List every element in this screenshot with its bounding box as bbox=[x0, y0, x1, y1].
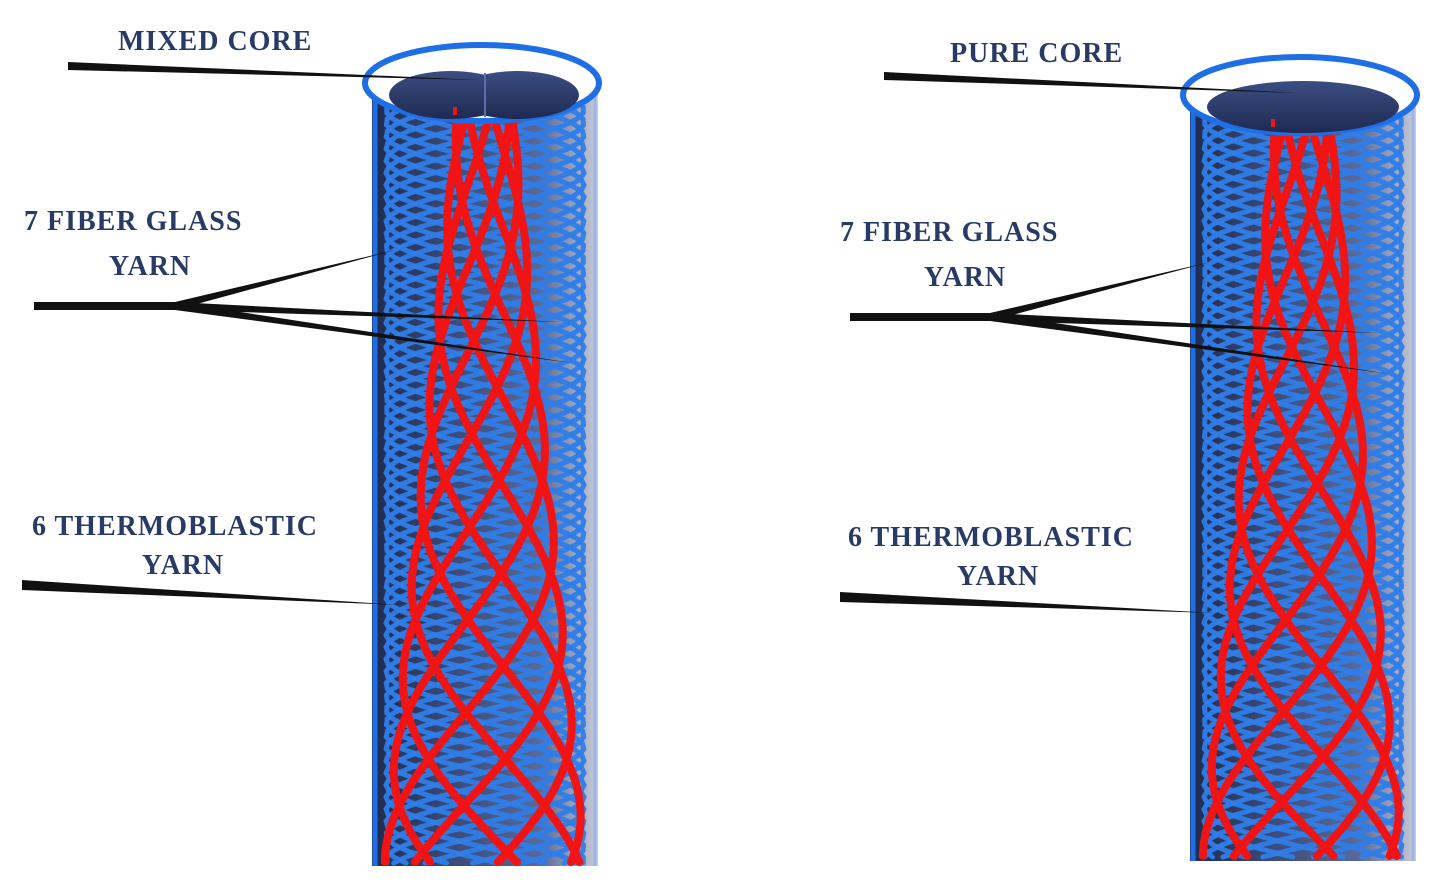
core-half-right bbox=[455, 71, 579, 119]
fiber-glass-yarn bbox=[1243, 108, 1394, 860]
thermo-leader-line bbox=[22, 580, 400, 605]
thermoplastic-yarn bbox=[1201, 104, 1405, 860]
fiber-glass-yarn bbox=[416, 96, 585, 866]
fiber-leader-stem bbox=[34, 302, 175, 310]
thermoplastic-yarn bbox=[1202, 104, 1405, 860]
thermoplastic-yarn bbox=[1201, 104, 1405, 860]
fiber-leader-branch bbox=[990, 313, 1390, 374]
thermoplastic-yarn bbox=[1201, 104, 1405, 860]
fiber-leader-branch bbox=[175, 250, 395, 310]
mixed-core-label: MIXED CORE bbox=[118, 26, 313, 57]
pure-thermoblastic-label-line2: YARN bbox=[956, 561, 1040, 592]
thermo-leader-line bbox=[840, 592, 1215, 613]
mixed-thermoblastic-label-line1: 6 THERMOBLASTIC bbox=[32, 511, 318, 542]
pure-fiber-glass-label-line1: 7 FIBER GLASS bbox=[840, 217, 1059, 248]
fiber-leader-branch bbox=[990, 262, 1210, 321]
panel-pure-core bbox=[840, 54, 1420, 861]
fiber-glass-yarns bbox=[380, 96, 585, 866]
thermoplastic-yarn bbox=[383, 92, 587, 866]
fiber-glass-yarn bbox=[398, 96, 540, 866]
fiber-leader-branch bbox=[990, 313, 1380, 333]
mixed-thermoblastic-label-line2: YARN bbox=[141, 550, 225, 581]
fiber-glass-yarn bbox=[1234, 108, 1403, 860]
pure-core-label: PURE CORE bbox=[950, 38, 1124, 69]
core-leader-line bbox=[68, 62, 480, 80]
fiber-glass-yarns bbox=[1198, 108, 1403, 860]
fiber-glass-yarn bbox=[1207, 108, 1367, 860]
fiber-glass-yarn bbox=[1216, 108, 1358, 860]
mixed-fiber-glass-label-line1: 7 FIBER GLASS bbox=[24, 206, 243, 237]
core-cap bbox=[1207, 81, 1399, 133]
panel-mixed-core bbox=[22, 42, 602, 866]
pure-thermoblastic-label-line1: 6 THERMOBLASTIC bbox=[848, 522, 1134, 553]
mixed-fiber-glass-label-line2: YARN bbox=[108, 251, 192, 282]
leader-lines bbox=[840, 72, 1390, 613]
core-leader-line bbox=[884, 72, 1300, 93]
thermoplastic-yarn bbox=[1201, 104, 1405, 860]
fiber-glass-yarn bbox=[389, 96, 549, 866]
fiber-glass-yarn bbox=[425, 96, 576, 866]
fiber-leader-branch bbox=[175, 302, 560, 322]
fiber-leader-stem bbox=[850, 313, 990, 321]
pure-fiber-glass-label-line2: YARN bbox=[923, 262, 1007, 293]
leader-lines bbox=[22, 62, 572, 605]
fiber-leader-branch bbox=[175, 302, 572, 363]
